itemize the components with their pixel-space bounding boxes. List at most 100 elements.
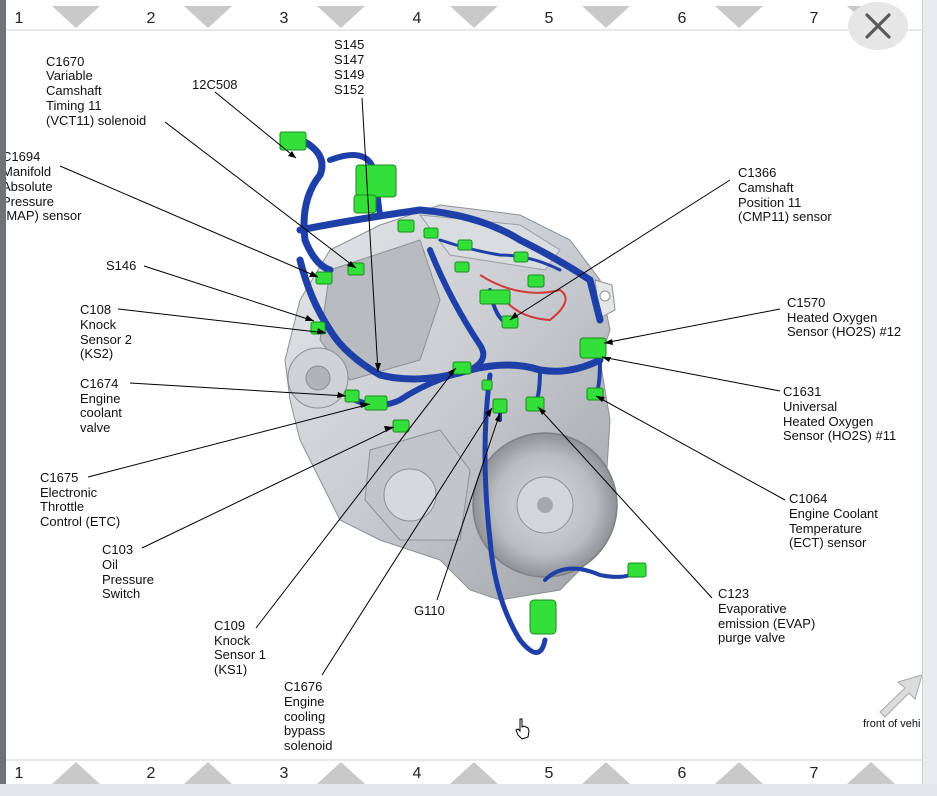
leader-lines <box>59 91 786 676</box>
label-12c508: 12C508 <box>192 77 238 92</box>
grid-number-bottom: 1 <box>15 765 24 782</box>
grid-number-top: 1 <box>15 10 24 27</box>
front-arrow-icon <box>879 674 923 718</box>
label-line: Sensor (HO2S) #12 <box>787 324 901 339</box>
label-line: Heated Oxygen <box>787 310 877 325</box>
label-c1670: C1670 Variable Camshaft Timing 11 (VCT11… <box>46 54 146 128</box>
label-line: C1676 <box>284 679 322 694</box>
close-button[interactable] <box>848 2 908 50</box>
grid-marker-top <box>715 6 763 28</box>
label-line: Engine <box>80 391 120 406</box>
top-grid-strip <box>6 0 923 31</box>
label-line: S149 <box>334 67 364 82</box>
grid-marker-bottom <box>715 762 763 784</box>
label-c108: C108 Knock Sensor 2 (KS2) <box>80 302 132 361</box>
label-c1366: C1366 Camshaft Position 11 (CMP11) senso… <box>738 165 832 224</box>
grid-marker-bottom <box>184 762 232 784</box>
label-line: Engine Coolant <box>789 506 878 521</box>
label-line: (MAP) sensor <box>2 208 82 223</box>
label-line: Position 11 <box>738 195 801 210</box>
label-line: Switch <box>102 586 140 601</box>
grid-number-bottom: 6 <box>678 765 687 782</box>
label-line: cooling <box>284 709 325 724</box>
label-line: Throttle <box>40 499 84 514</box>
grid-marker-bottom <box>317 762 365 784</box>
grid-marker-top <box>317 6 365 28</box>
label-line: Sensor (HO2S) #11 <box>783 428 896 443</box>
label-line: Timing 11 <box>46 98 102 113</box>
label-line: Control (ETC) <box>40 514 120 529</box>
label-line: Camshaft <box>738 180 794 195</box>
grid-marker-top <box>52 6 100 28</box>
label-line: solenoid <box>284 738 332 753</box>
label-line: Sensor 1 <box>214 647 266 662</box>
label-line: bypass <box>284 723 326 738</box>
grid-number-top: 3 <box>280 10 289 27</box>
label-line: (ECT) sensor <box>789 535 867 550</box>
close-icon <box>865 13 891 39</box>
scrollbar-track[interactable] <box>922 0 937 796</box>
grid-marker-bottom <box>450 762 498 784</box>
label-line: C1366 <box>738 165 776 180</box>
label-c1064: C1064 Engine Coolant Temperature (ECT) s… <box>789 491 878 550</box>
label-line: S147 <box>334 52 364 67</box>
front-of-vehicle-label: front of vehi <box>863 718 920 730</box>
label-c1676: C1676 Engine cooling bypass solenoid <box>284 679 332 753</box>
label-line: C1570 <box>787 295 825 310</box>
label-line: Knock <box>80 317 117 332</box>
label-line: Variable <box>46 68 93 83</box>
label-line: Absolute <box>2 179 53 194</box>
label-line: C103 <box>102 542 133 557</box>
label-line: 12C508 <box>192 77 238 92</box>
leader-arrowheads <box>288 151 613 432</box>
connectors <box>279 131 647 635</box>
label-line: valve <box>80 420 110 435</box>
label-line: Knock <box>214 633 251 648</box>
grid-marker-top <box>582 6 630 28</box>
label-line: coolant <box>80 405 122 420</box>
grid-number-top: 2 <box>147 10 156 27</box>
label-c1631: C1631 Universal Heated Oxygen Sensor (HO… <box>783 384 896 443</box>
grid-number-bottom: 2 <box>147 765 156 782</box>
engine-illustration <box>284 204 618 601</box>
label-line: purge valve <box>718 630 785 645</box>
label-line: Pressure <box>2 194 54 209</box>
label-line: C1064 <box>789 491 827 506</box>
label-line: C108 <box>80 302 111 317</box>
grid-number-top: 5 <box>545 10 554 27</box>
label-line: C123 <box>718 586 749 601</box>
label-c1570: C1570 Heated Oxygen Sensor (HO2S) #12 <box>787 295 901 339</box>
wiring-harness <box>286 131 637 655</box>
label-line: C1674 <box>80 376 118 391</box>
hand-cursor-icon <box>515 718 530 740</box>
grid-number-top: 6 <box>678 10 687 27</box>
label-line: Oil <box>102 557 118 572</box>
grid-marker-top <box>184 6 232 28</box>
grid-marker-bottom <box>847 762 895 784</box>
label-line: Electronic <box>40 485 98 500</box>
label-line: Manifold <box>2 164 51 179</box>
grid-number-top: 7 <box>810 10 819 27</box>
label-line: Universal <box>783 399 837 414</box>
grid-number-bottom: 7 <box>810 765 819 782</box>
label-g110: G110 <box>414 603 445 618</box>
grid-marker-top <box>450 6 498 28</box>
label-s146: S146 <box>106 258 136 273</box>
grid-marker-bottom <box>582 762 630 784</box>
bottom-grid-strip <box>6 759 923 786</box>
label-c123: C123 Evaporative emission (EVAP) purge v… <box>718 586 815 645</box>
label-line: Camshaft <box>46 83 102 98</box>
label-line: (KS1) <box>214 662 247 677</box>
label-line: C1675 <box>40 470 78 485</box>
bottom-frame-edge <box>0 784 937 796</box>
label-line: G110 <box>414 603 445 618</box>
label-line: Pressure <box>102 572 154 587</box>
label-line: (CMP11) sensor <box>738 209 832 224</box>
label-s145: S145 S147 S149 S152 <box>334 37 364 97</box>
grid-number-bottom: 4 <box>413 765 422 782</box>
label-line: S146 <box>106 258 136 273</box>
label-line: Engine <box>284 694 324 709</box>
label-c109: C109 Knock Sensor 1 (KS1) <box>214 618 266 677</box>
